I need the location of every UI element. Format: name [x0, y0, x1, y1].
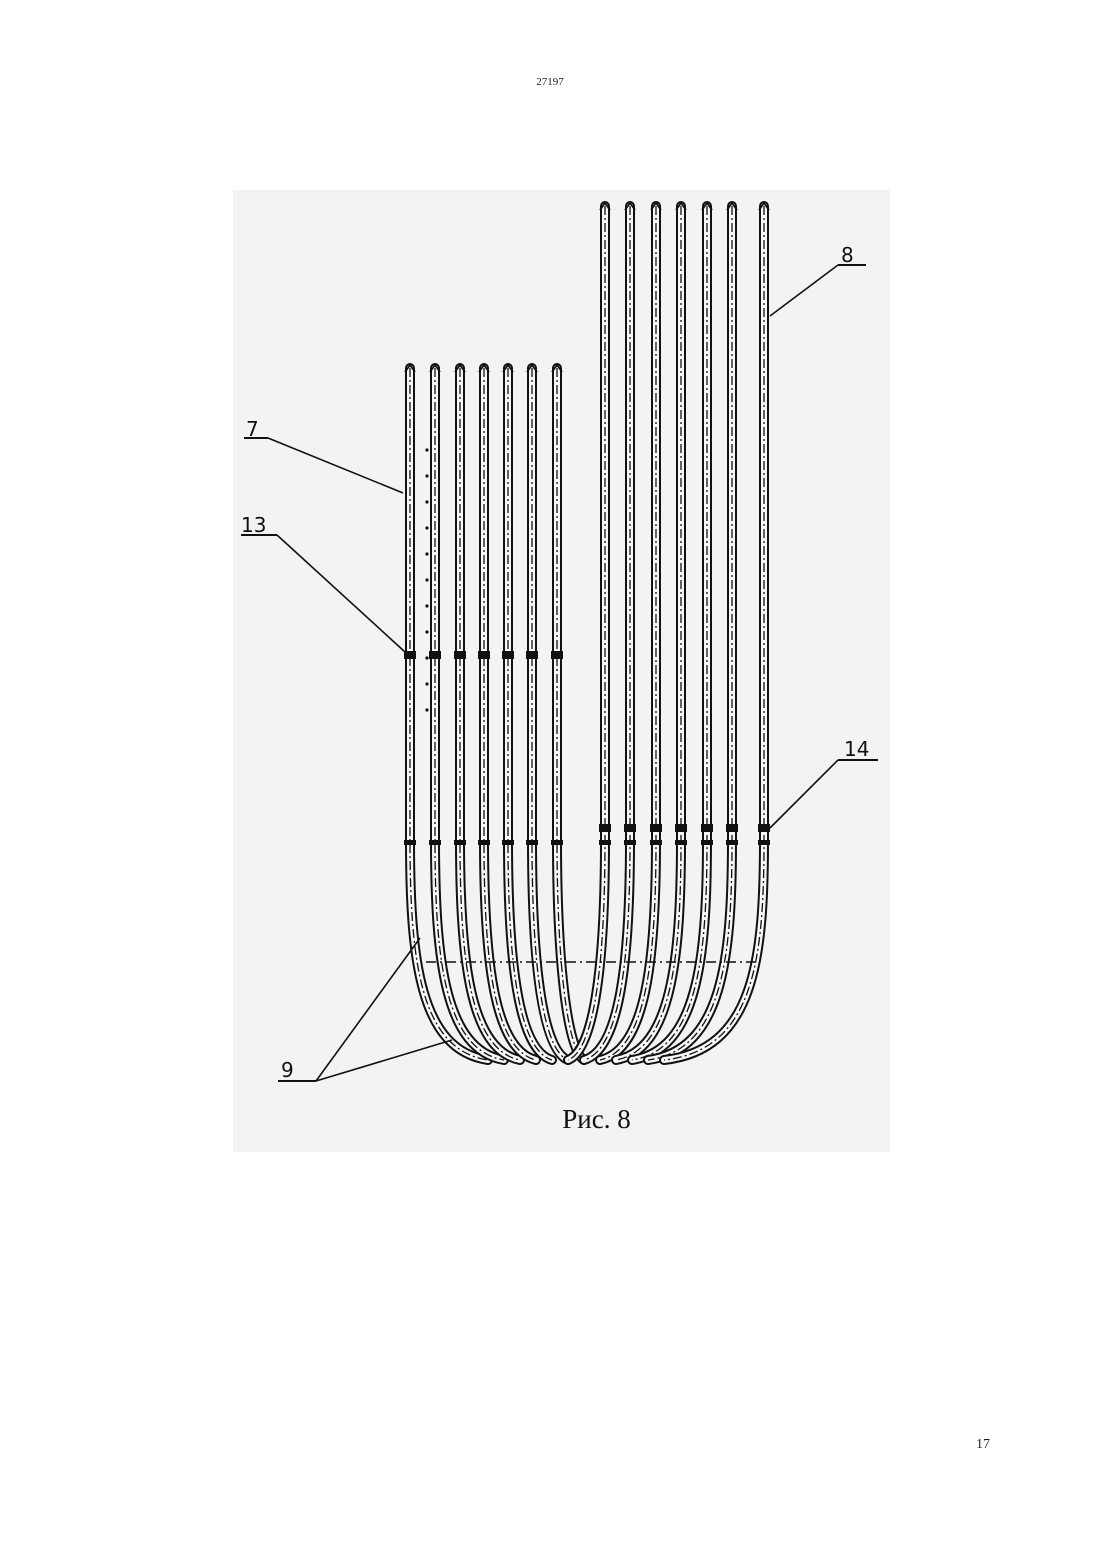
right-tube-coupling-1	[624, 824, 636, 832]
callout-label-13: 13	[241, 513, 266, 537]
page-number: 17	[976, 1437, 990, 1453]
left-tube-joint-1	[429, 840, 441, 845]
guide-dot	[425, 474, 428, 477]
left-tube-coupling-2	[454, 651, 466, 659]
right-tube-joint-5	[726, 840, 738, 845]
callout-8: 8	[770, 243, 866, 316]
left-tube-joint-0	[404, 840, 416, 845]
guide-dot	[425, 578, 428, 581]
right-tube-coupling-3	[675, 824, 687, 832]
guide-dot	[425, 630, 428, 633]
callout-label-7: 7	[246, 417, 259, 441]
right-tube-coupling-0	[599, 824, 611, 832]
left-tube-centerline-0	[410, 368, 488, 1060]
right-tube-joint-6	[758, 840, 770, 845]
right-tube-coupling-6	[758, 824, 770, 832]
guide-dot	[425, 682, 428, 685]
left-tube-coupling-0	[404, 651, 416, 659]
guide-dot	[425, 708, 428, 711]
guide-dot	[425, 448, 428, 451]
left-tube-joint-4	[502, 840, 514, 845]
left-tube-coupling-5	[526, 651, 538, 659]
callout-7: 7	[244, 417, 403, 493]
right-tube-outline-4	[632, 206, 707, 1060]
left-tube-joint-6	[551, 840, 563, 845]
left-tube-bore-0	[410, 368, 488, 1060]
right-tube-bore-4	[632, 206, 707, 1060]
left-tube-outline-0	[410, 368, 488, 1060]
guide-dot	[425, 552, 428, 555]
right-tube-joint-3	[675, 840, 687, 845]
guide-dot	[425, 656, 428, 659]
right-tube-joint-0	[599, 840, 611, 845]
guide-dot	[425, 604, 428, 607]
left-tube-joint-3	[478, 840, 490, 845]
left-tube-coupling-3	[478, 651, 490, 659]
callout-label-9: 9	[281, 1058, 294, 1082]
callout-14: 14	[770, 737, 878, 828]
right-tube-centerline-4	[632, 206, 707, 1060]
left-tube-coupling-6	[551, 651, 563, 659]
left-tube-coupling-4	[502, 651, 514, 659]
callout-label-14: 14	[844, 737, 869, 761]
callout-label-8: 8	[841, 243, 854, 267]
right-tube-joint-1	[624, 840, 636, 845]
right-tube-joint-4	[701, 840, 713, 845]
guide-dot	[425, 526, 428, 529]
right-tube-coupling-2	[650, 824, 662, 832]
tube-bundle	[404, 203, 770, 1060]
left-tube-coupling-1	[429, 651, 441, 659]
callout-13: 13	[241, 513, 405, 652]
right-tube-outline-0	[568, 206, 605, 1060]
right-tube-coupling-4	[701, 824, 713, 832]
guide-dot	[425, 500, 428, 503]
left-tube-joint-2	[454, 840, 466, 845]
left-tube-joint-5	[526, 840, 538, 845]
figure-caption: Рис. 8	[0, 1104, 1100, 1135]
right-tube-coupling-5	[726, 824, 738, 832]
right-tube-joint-2	[650, 840, 662, 845]
